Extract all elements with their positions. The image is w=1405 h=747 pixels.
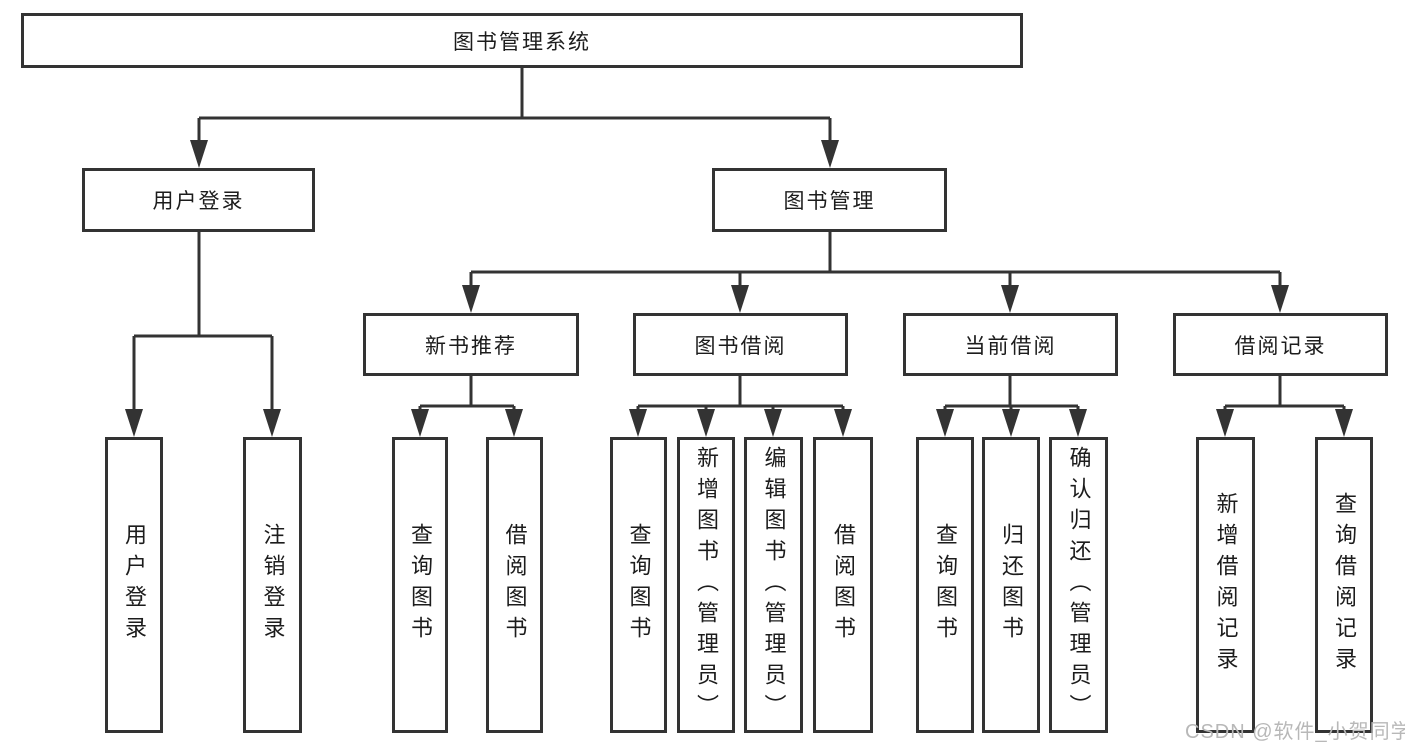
leaf-query-books-recommend-label: 查询图书 bbox=[408, 523, 433, 647]
node-library-management-system: 图书管理系统 bbox=[21, 13, 1023, 68]
leaf-logout: 注销登录 bbox=[243, 437, 302, 733]
leaf-user-login-label: 用户登录 bbox=[122, 523, 147, 647]
leaf-query-books-current-label: 查询图书 bbox=[933, 523, 958, 647]
leaf-query-books-recommend: 查询图书 bbox=[392, 437, 448, 733]
leaf-query-books-borrowing-label: 查询图书 bbox=[626, 523, 652, 647]
leaf-query-books-current: 查询图书 bbox=[916, 437, 974, 733]
leaf-user-login: 用户登录 bbox=[105, 437, 163, 733]
leaf-edit-book-admin: 编辑图书（管理员） bbox=[744, 437, 803, 733]
leaf-confirm-return-admin-label: 确认归还（管理员） bbox=[1066, 445, 1092, 725]
leaf-borrow-books: 借阅图书 bbox=[813, 437, 873, 733]
node-new-book-recommendation: 新书推荐 bbox=[363, 313, 579, 376]
leaf-add-borrow-record-label: 新增借阅记录 bbox=[1213, 492, 1239, 678]
leaf-edit-book-admin-label: 编辑图书（管理员） bbox=[761, 445, 787, 725]
leaf-borrow-books-recommend: 借阅图书 bbox=[486, 437, 543, 733]
leaf-logout-label: 注销登录 bbox=[260, 523, 286, 647]
node-book-borrowing: 图书借阅 bbox=[633, 313, 848, 376]
leaf-confirm-return-admin: 确认归还（管理员） bbox=[1049, 437, 1108, 733]
node-borrowing-records: 借阅记录 bbox=[1173, 313, 1388, 376]
leaf-borrow-books-recommend-label: 借阅图书 bbox=[502, 523, 528, 647]
leaf-return-books-label: 归还图书 bbox=[999, 523, 1024, 647]
arrowhead-icons bbox=[125, 140, 1353, 437]
leaf-add-book-admin-label: 新增图书（管理员） bbox=[694, 445, 719, 725]
leaf-borrow-books-label: 借阅图书 bbox=[831, 523, 856, 647]
node-user-login: 用户登录 bbox=[82, 168, 315, 232]
leaf-query-borrow-record: 查询借阅记录 bbox=[1315, 437, 1373, 733]
leaf-query-borrow-record-label: 查询借阅记录 bbox=[1332, 492, 1357, 678]
leaf-add-book-admin: 新增图书（管理员） bbox=[677, 437, 735, 733]
leaf-return-books: 归还图书 bbox=[982, 437, 1040, 733]
leaf-query-books-borrowing: 查询图书 bbox=[610, 437, 667, 733]
watermark-text: CSDN @软件_小贺同学 bbox=[1185, 721, 1405, 743]
node-book-management: 图书管理 bbox=[712, 168, 947, 232]
node-current-borrowing: 当前借阅 bbox=[903, 313, 1118, 376]
leaf-add-borrow-record: 新增借阅记录 bbox=[1196, 437, 1255, 733]
